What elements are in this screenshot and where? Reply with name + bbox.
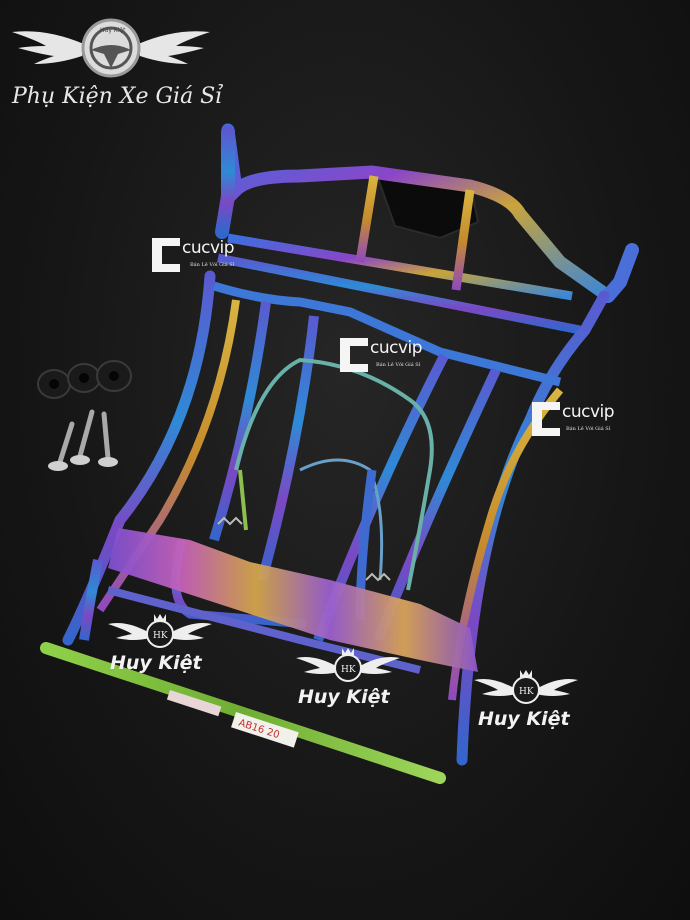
left-gold-tube [96,299,240,613]
svg-text:HK: HK [519,687,534,697]
left-post [215,125,235,239]
svg-text:HK: HK [341,665,356,675]
crossbar-top [227,233,573,301]
brand-logo: Huy Kiệt [12,18,210,78]
mounting-screws [57,409,111,465]
rainbow-band-plate [108,528,478,672]
crossbar-second [217,253,581,335]
svg-text:HK: HK [153,631,168,641]
rubber-spacers [37,360,132,399]
right-post [601,243,639,303]
green-bottom-bar [40,642,446,784]
brand-title: Phụ Kiện Xe Giá Sỉ [12,84,223,109]
svg-text:Huy Kiệt: Huy Kiệt [100,27,126,34]
top-hoop-bar [221,123,615,303]
